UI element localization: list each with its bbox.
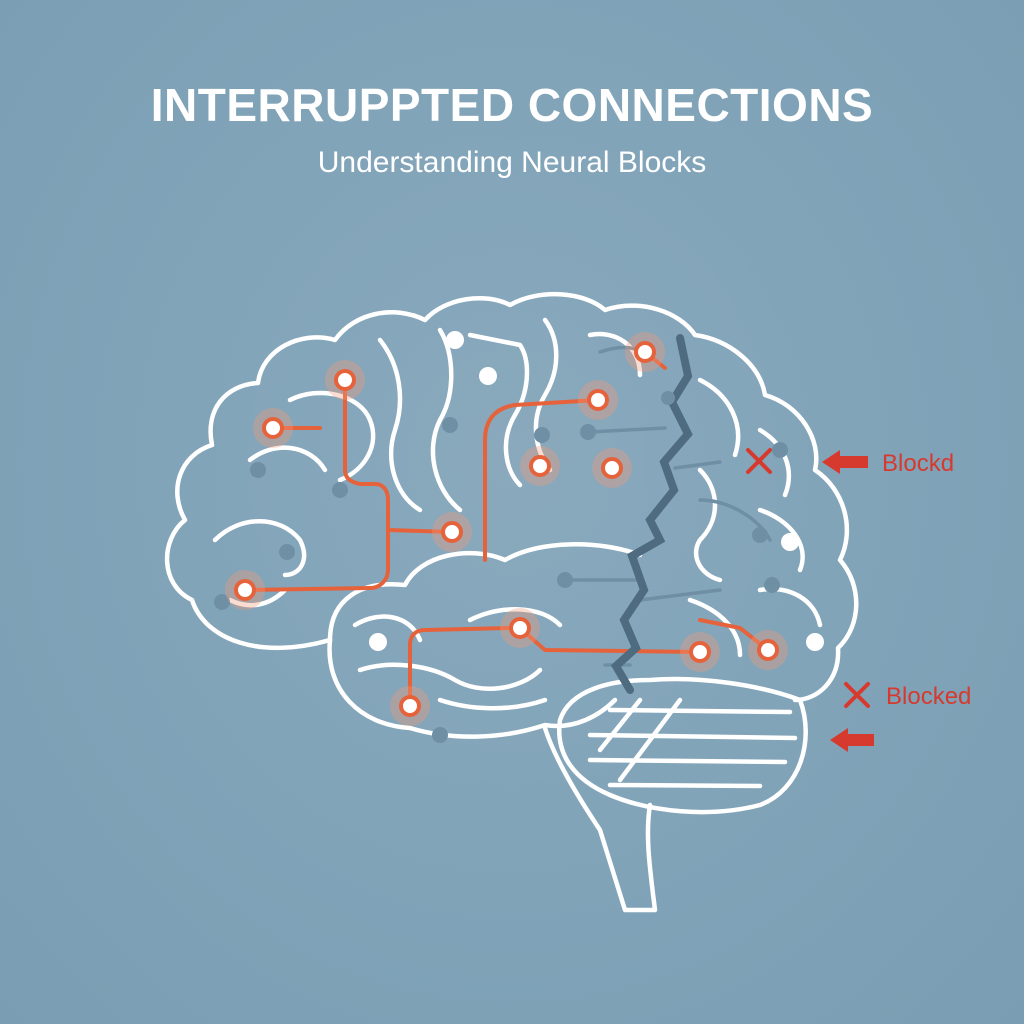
- page-title: INTERRUPPTED CONNECTIONS: [150, 79, 874, 131]
- node-active: [680, 632, 720, 672]
- node-active: [390, 686, 430, 726]
- node-active: [592, 448, 632, 488]
- node-dim: [250, 462, 266, 478]
- node-endpoint: [781, 533, 799, 551]
- inactive-nodes: [214, 391, 788, 743]
- node-active: [500, 608, 540, 648]
- brain-folds: [212, 317, 823, 789]
- endpoint-nodes: [369, 331, 824, 651]
- blocked-marker-lower: Blocked: [830, 682, 971, 752]
- node-dim: [764, 577, 780, 593]
- node-active: [625, 332, 665, 372]
- node-dim: [214, 594, 230, 610]
- node-endpoint: [369, 633, 387, 651]
- node-active: [225, 570, 265, 610]
- node-active: [325, 360, 365, 400]
- node-active: [432, 512, 472, 552]
- fracture-line: [610, 334, 693, 694]
- node-dim: [279, 544, 295, 560]
- node-active: [748, 630, 788, 670]
- node-dim: [557, 572, 573, 588]
- node-dim: [432, 727, 448, 743]
- node-dim: [442, 417, 458, 433]
- active-nodes: [225, 332, 788, 726]
- node-dim: [752, 527, 768, 543]
- arrow-left-icon: [830, 728, 874, 752]
- node-dim: [661, 391, 675, 405]
- node-endpoint: [806, 633, 824, 651]
- blocked-label-upper: Blockd: [882, 450, 954, 477]
- blocked-marker-upper: Blockd: [746, 448, 954, 477]
- node-active: [578, 380, 618, 420]
- arrow-left-icon: [822, 450, 868, 474]
- node-active: [253, 408, 293, 448]
- page-subtitle: Understanding Neural Blocks: [317, 146, 707, 179]
- x-mark-icon: [746, 448, 772, 474]
- node-active: [520, 446, 560, 486]
- node-dim: [534, 427, 550, 443]
- brain-outline: [164, 291, 859, 913]
- node-endpoint: [479, 367, 497, 385]
- node-endpoint: [446, 331, 464, 349]
- node-dim: [332, 482, 348, 498]
- blocked-label-lower: Blocked: [886, 683, 971, 710]
- node-dim: [580, 424, 596, 440]
- x-mark-icon: [844, 682, 870, 708]
- node-dim: [772, 442, 788, 458]
